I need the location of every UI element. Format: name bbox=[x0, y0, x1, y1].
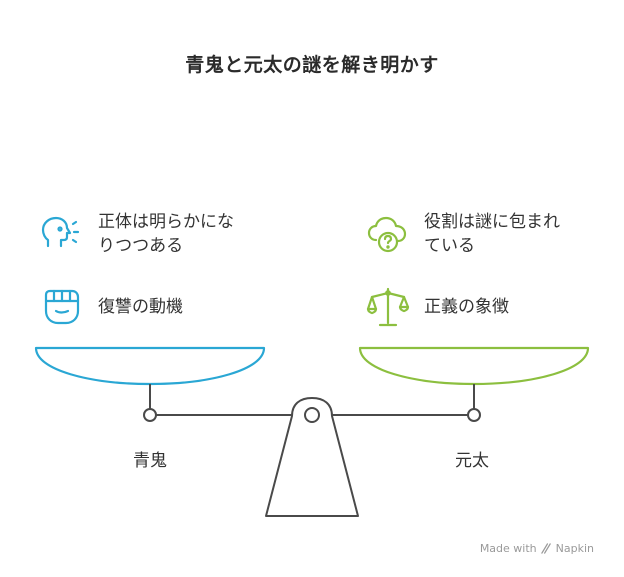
right-beam-joint bbox=[467, 408, 481, 422]
head-thinking-icon bbox=[41, 216, 80, 248]
right-item-role-label: 役割は謎に包まれている bbox=[424, 212, 560, 256]
watermark-brand: Napkin bbox=[555, 542, 594, 555]
left-pan-label: 青鬼 bbox=[133, 451, 167, 471]
left-beam-joint bbox=[143, 408, 157, 422]
left-item-revenge-label: 復讐の動機 bbox=[98, 297, 183, 317]
left-item-identity: 正体は明らかになりつつある bbox=[40, 210, 248, 258]
watermark-text: Made with bbox=[479, 542, 537, 555]
right-pan bbox=[358, 346, 590, 386]
right-pan-label: 元太 bbox=[455, 451, 489, 471]
balance-scale-icon bbox=[366, 287, 410, 327]
left-item-identity-label: 正体は明らかになりつつある bbox=[98, 212, 234, 256]
right-item-role: 役割は謎に包まれている bbox=[366, 210, 574, 258]
fist-icon bbox=[44, 289, 80, 325]
diagram-title: 青鬼と元太の謎を解き明かす bbox=[185, 54, 439, 76]
right-item-justice-label: 正義の象徴 bbox=[424, 297, 509, 317]
left-pan bbox=[34, 346, 266, 386]
napkin-logo-icon bbox=[540, 543, 551, 554]
cloud-question-icon bbox=[367, 216, 407, 253]
watermark: Made with Napkin bbox=[480, 542, 594, 555]
right-item-justice: 正義の象徴 bbox=[366, 285, 574, 329]
scale-stand bbox=[265, 397, 359, 517]
left-item-revenge: 復讐の動機 bbox=[40, 285, 248, 329]
pivot-joint bbox=[304, 407, 320, 423]
